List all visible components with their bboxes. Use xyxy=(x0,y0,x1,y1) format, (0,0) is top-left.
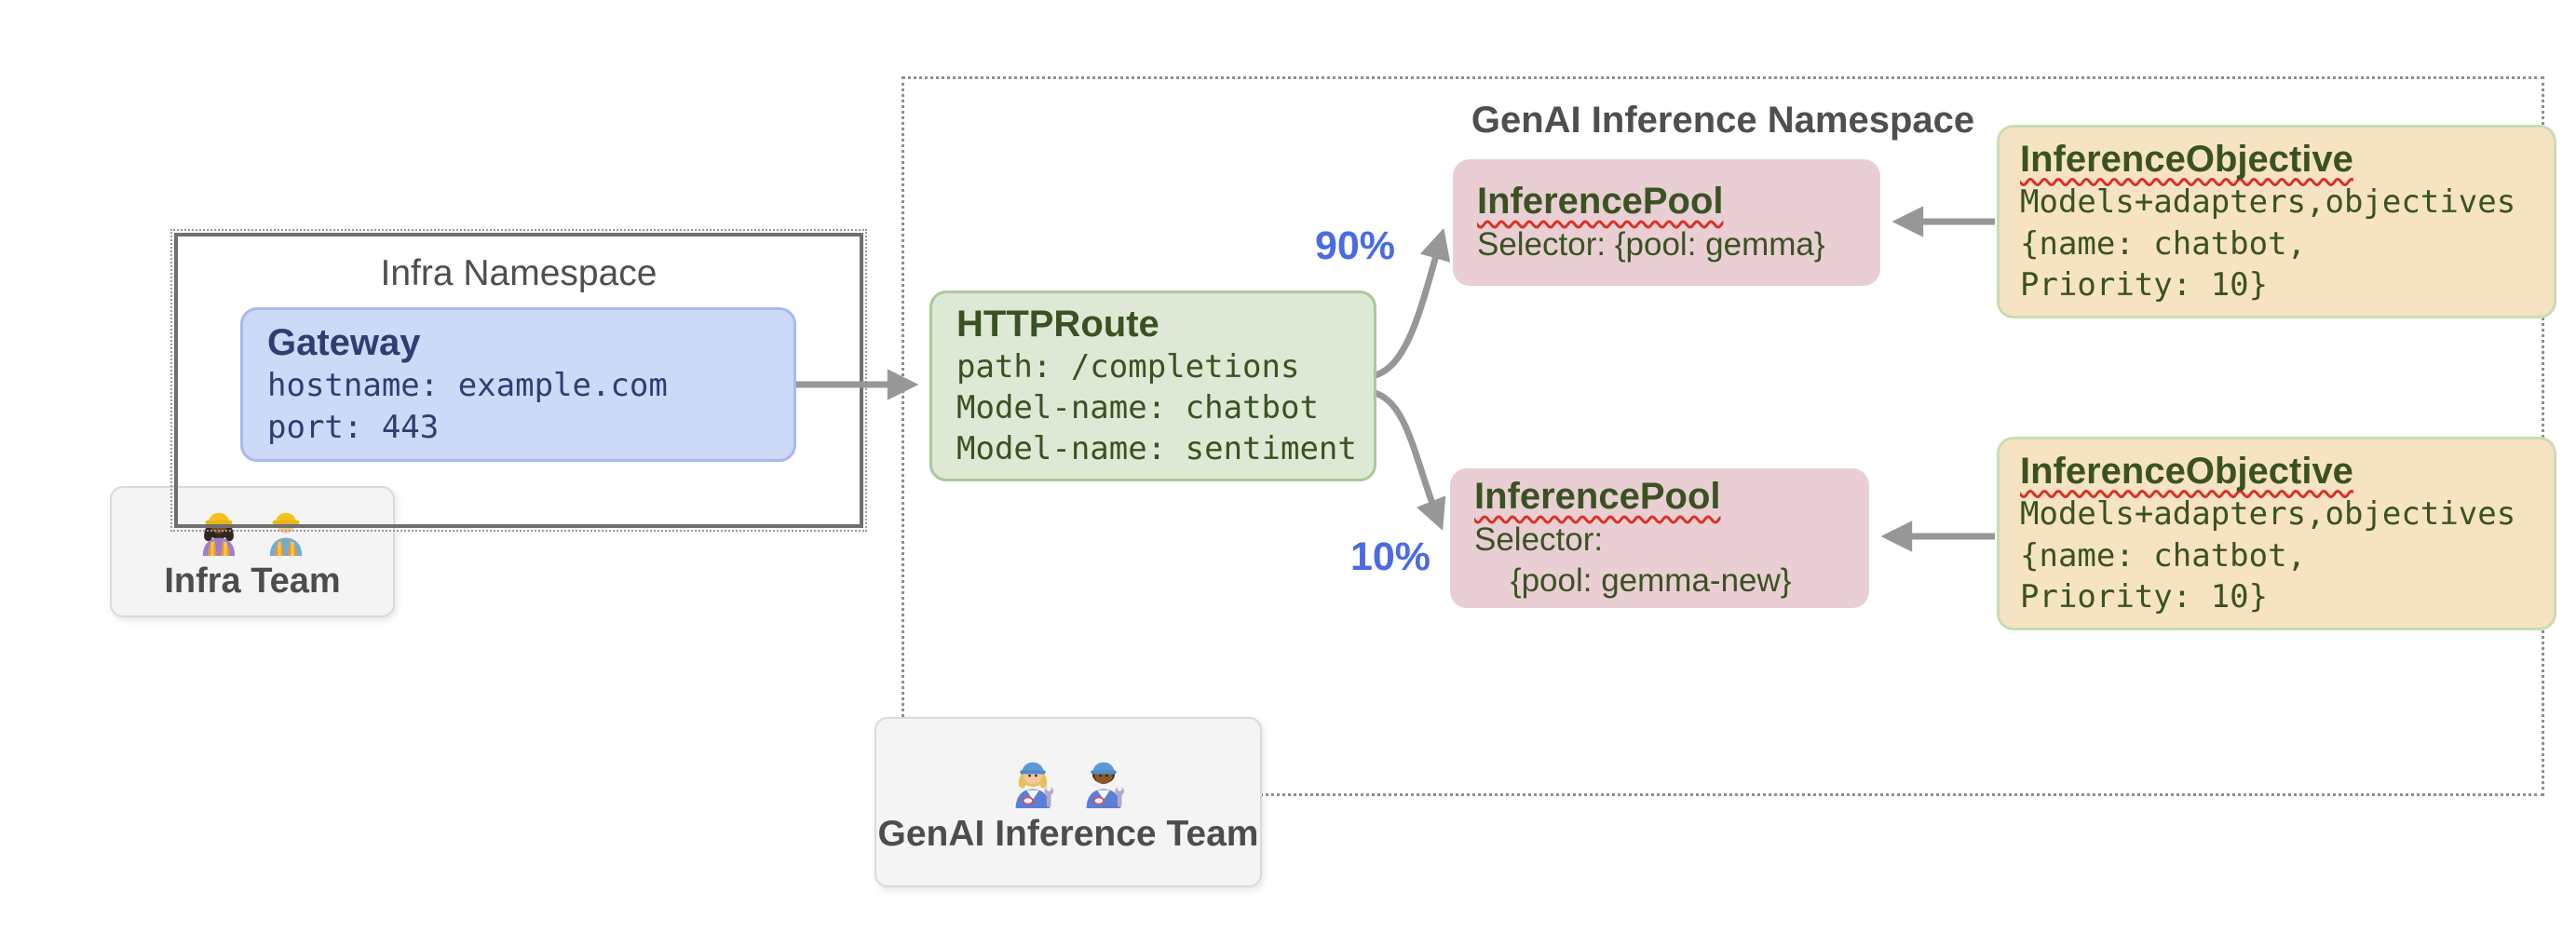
inferenceobjective-top-line1: Models+adapters,objectives xyxy=(2020,183,2516,222)
genai-team-card: GenAI Inference Team xyxy=(874,717,1262,887)
inferenceobjective-bottom-line1: Models+adapters,objectives xyxy=(2020,495,2516,534)
gateway-hostname: hostname: example.com xyxy=(267,367,668,405)
inferencepool-bottom-selector-value: {pool: gemma-new} xyxy=(1474,561,1792,599)
gateway-title: Gateway xyxy=(267,322,421,364)
httproute-path: path: /completions xyxy=(956,347,1300,385)
inferencepool-bottom-selector: Selector: xyxy=(1474,521,1604,558)
httproute-title: HTTPRoute xyxy=(956,303,1159,345)
gateway-port: port: 443 xyxy=(267,408,440,446)
genai-namespace-title: GenAI Inference Namespace xyxy=(1471,100,1975,141)
traffic-split-10-label: 10% xyxy=(1349,534,1431,579)
genai-namespace-container: GenAI Inference Namespace xyxy=(902,76,2544,796)
infra-team-card: Infra Team xyxy=(110,486,395,617)
inferenceobjective-top-card: InferenceObjective Models+adapters,objec… xyxy=(1997,125,2556,318)
mechanic-man-icon xyxy=(1086,762,1125,808)
genai-team-icons xyxy=(1007,750,1130,808)
genai-team-label: GenAI Inference Team xyxy=(877,813,1259,854)
inferencepool-top-card: InferencePool Selector: {pool: gemma} xyxy=(1453,159,1880,286)
inferenceobjective-top-line2: {name: chatbot, xyxy=(2020,224,2307,263)
construction-worker-woman-icon xyxy=(202,512,236,556)
inferenceobjective-top-line3: Priority: 10} xyxy=(2020,265,2269,304)
inferencepool-top-title: InferencePool xyxy=(1477,181,1724,223)
inferenceobjective-bottom-line3: Priority: 10} xyxy=(2020,577,2269,615)
httproute-model-sentiment: Model-name: sentiment xyxy=(956,430,1357,468)
inferenceobjective-bottom-line2: {name: chatbot, xyxy=(2020,536,2307,575)
construction-worker-man-icon xyxy=(269,512,303,556)
infra-team-icons xyxy=(195,502,310,556)
inferenceobjective-bottom-title: InferenceObjective xyxy=(2020,451,2353,493)
traffic-split-90-label: 90% xyxy=(1314,223,1396,268)
httproute-model-chatbot: Model-name: chatbot xyxy=(956,389,1319,426)
inferenceobjective-bottom-card: InferenceObjective Models+adapters,objec… xyxy=(1997,437,2556,630)
httproute-card: HTTPRoute path: /completions Model-name:… xyxy=(929,291,1376,481)
inferencepool-top-selector: Selector: {pool: gemma} xyxy=(1477,225,1825,263)
inferenceobjective-top-title: InferenceObjective xyxy=(2020,139,2353,181)
inferencepool-bottom-title: InferencePool xyxy=(1474,476,1721,518)
infra-team-label: Infra Team xyxy=(164,561,341,601)
gateway-card: Gateway hostname: example.com port: 443 xyxy=(240,307,796,462)
inferencepool-bottom-card: InferencePool Selector: {pool: gemma-new… xyxy=(1450,468,1869,608)
infra-namespace-title: Infra Namespace xyxy=(380,253,658,293)
mechanic-woman-icon xyxy=(1015,762,1054,808)
